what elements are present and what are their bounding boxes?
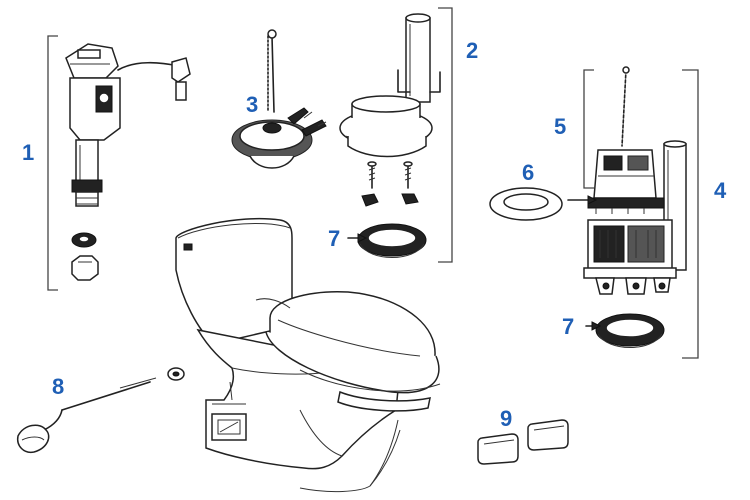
callout-2: 2 [466,38,479,63]
bracket-1 [47,35,58,291]
callout-9: 9 [500,406,513,431]
callout-7-upper: 7 [328,226,341,251]
callout-1: 1 [22,140,35,165]
callout-4: 4 [714,178,727,203]
valve-gasket-part[interactable] [595,313,665,348]
callout-8: 8 [52,374,65,399]
trip-lever-part[interactable] [16,367,185,454]
callout-6: 6 [522,160,535,185]
callout-3: 3 [246,92,259,117]
callout-5: 5 [554,114,567,139]
tank-gasket-part[interactable] [357,223,427,258]
bracket-2 [438,7,453,263]
toilet-body [175,217,441,493]
flush-valve-part[interactable] [339,13,441,207]
flapper-part[interactable] [231,29,327,169]
flush-valve-assembly-part[interactable] [567,66,687,295]
leader-lines [347,233,602,331]
fill-valve-part[interactable] [65,43,191,281]
washer-part[interactable] [489,187,563,221]
callout-7-lower: 7 [562,314,575,339]
bracket-5 [583,69,594,189]
bracket-4 [682,69,699,359]
pads-part[interactable] [477,419,569,465]
